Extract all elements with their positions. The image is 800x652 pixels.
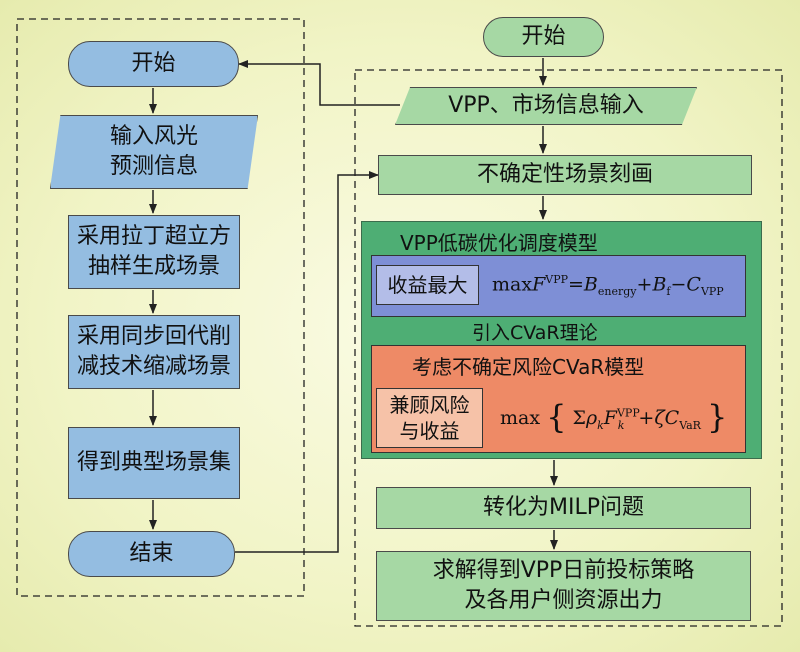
revenue-max-label: 收益最大 [387, 273, 468, 297]
formula-f-sup: VPP [545, 273, 568, 286]
right-start-label: 开始 [521, 24, 566, 49]
formula-max: max [492, 273, 533, 296]
vpp-market-input-node: VPP、市场信息输入 [395, 87, 697, 125]
cvar-f: F [603, 407, 617, 429]
cvar-rho-k: k [597, 418, 604, 432]
uncertainty-scenario-node: 不确定性场景刻画 [378, 155, 752, 195]
cvar-plus: + [638, 407, 655, 429]
formula-b: B [583, 273, 598, 296]
milp-label: 转化为MILP问题 [483, 495, 644, 520]
cvar-c-sub: VaR [679, 418, 701, 432]
left-end-label: 结束 [129, 541, 174, 566]
formula-bf-sub: f [666, 285, 671, 299]
cvar-rho: ρ [585, 407, 598, 429]
cvar-intro-label: 引入CVaR理论 [472, 322, 598, 344]
typical-scenarios-label: 得到典型场景集 [76, 450, 231, 475]
vpp-market-input-label: VPP、市场信息输入 [448, 93, 644, 118]
formula-bf: B [652, 273, 667, 296]
solve-node: 求解得到VPP日前投标策略 及各用户侧资源出力 [376, 551, 751, 621]
arrow-vpp-input-to-left-start [238, 60, 400, 106]
cvar-risk-title: 考虑不确定风险CVaR模型 [412, 355, 645, 379]
cvar-max: max [500, 407, 541, 429]
wind-solar-input-node: 输入风光 预测信息 [50, 115, 258, 189]
lhs-sampling-node: 采用拉丁超立方 抽样生成场景 [68, 215, 240, 289]
formula-c: C [686, 273, 701, 296]
cvar-f-sup: VPP [616, 406, 640, 420]
scenario-reduction-node: 采用同步回代削 减技术缩减场景 [68, 315, 240, 389]
wind-solar-input-label: 输入风光 预测信息 [109, 124, 198, 179]
cvar-formula: max { ΣρkFVPPk+ζCVaR } [500, 398, 727, 436]
revenue-formula: maxFVPP=Benergy+Bf−CVPP [492, 273, 724, 298]
risk-return-label: 兼顾风险 与收益 [389, 393, 470, 443]
left-start-label: 开始 [131, 51, 176, 76]
scenario-reduction-label: 采用同步回代削 减技术缩减场景 [76, 324, 231, 379]
formula-minus: − [670, 273, 687, 296]
lhs-sampling-label: 采用拉丁超立方 抽样生成场景 [76, 224, 231, 279]
cvar-rbrace: } [707, 398, 728, 436]
cvar-f-k: k [617, 418, 625, 432]
cvar-sigma: Σ [572, 407, 586, 429]
left-end-node: 结束 [68, 531, 235, 577]
right-start-node: 开始 [483, 17, 604, 57]
cvar-zeta: ζ [654, 407, 665, 429]
risk-return-label-box: 兼顾风险 与收益 [376, 388, 483, 448]
left-start-node: 开始 [68, 41, 239, 87]
formula-b-sub: energy [597, 285, 637, 299]
uncertainty-scenario-label: 不确定性场景刻画 [476, 162, 653, 187]
vpp-model-title: VPP低碳优化调度模型 [400, 231, 598, 255]
milp-node: 转化为MILP问题 [376, 487, 751, 529]
cvar-c: C [664, 407, 680, 429]
revenue-max-label-box: 收益最大 [376, 265, 479, 305]
formula-eq: = [568, 273, 584, 296]
formula-plus: + [636, 273, 653, 296]
formula-c-sub: VPP [700, 285, 724, 299]
formula-f: F [532, 273, 546, 296]
left-dashed-frame [16, 18, 305, 597]
arrow-left-end-to-scenario [235, 171, 379, 553]
typical-scenarios-node: 得到典型场景集 [68, 427, 240, 499]
cvar-lbrace: { [546, 398, 567, 436]
solve-label: 求解得到VPP日前投标策略 及各用户侧资源出力 [432, 558, 695, 613]
